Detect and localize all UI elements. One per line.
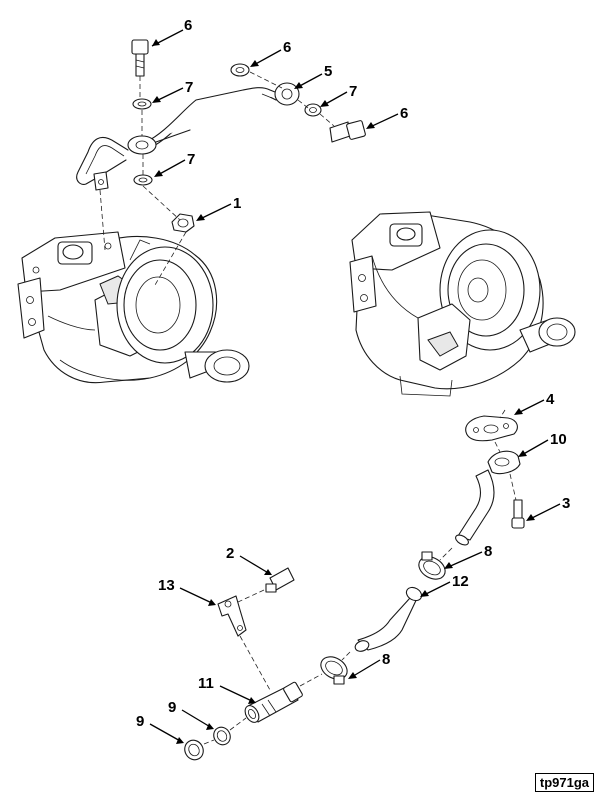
banjo-bolt-left — [131, 39, 149, 77]
bracket-bolt — [265, 567, 295, 593]
callout-9-middle: 9 — [168, 699, 176, 716]
callout-7-top: 6 — [283, 39, 291, 56]
hose-clamp-upper — [418, 551, 446, 580]
hose-clamp-lower — [320, 656, 348, 685]
callout-6-right: 6 — [400, 105, 408, 122]
mounting-bracket — [217, 595, 247, 637]
drain-tube — [455, 450, 521, 546]
hex-nut — [171, 213, 195, 233]
callout-11: 10 — [550, 431, 567, 448]
banjo-bolt-right — [329, 120, 366, 143]
callout-8-upper: 8 — [484, 543, 492, 560]
sealing-washer-d — [304, 103, 322, 117]
drain-hose — [354, 586, 423, 652]
callout-leaders — [149, 29, 561, 744]
callout-5: 5 — [324, 63, 332, 80]
callout-2: 2 — [226, 545, 234, 562]
sealing-washer-a — [132, 98, 152, 110]
callout-13: 13 — [158, 577, 175, 594]
callout-4: 4 — [546, 391, 555, 408]
callout-1: 1 — [233, 195, 241, 212]
callout-7-right: 7 — [349, 83, 357, 100]
drain-fitting — [244, 681, 303, 723]
callout-6-top: 6 — [184, 17, 192, 34]
callout-9-lower: 9 — [136, 713, 144, 730]
callout-12: 12 — [452, 573, 469, 590]
callout-labels: 6 6 5 7 7 6 7 1 4 10 3 8 12 2 13 8 11 9 … — [136, 17, 570, 730]
callout-8-lower: 8 — [382, 651, 390, 668]
turbocharger-right — [349, 211, 576, 397]
turbocharger-left — [17, 231, 250, 384]
figure-id-label: tp971ga — [534, 773, 594, 792]
callout-7-upper-left: 7 — [185, 79, 193, 96]
o-ring-outer — [184, 739, 204, 761]
oil-supply-line — [76, 82, 300, 191]
callout-3: 3 — [562, 495, 570, 512]
sealing-washer-c — [230, 63, 250, 77]
o-ring-inner — [213, 726, 231, 746]
drain-gasket — [465, 415, 518, 442]
drain-bolt — [511, 499, 525, 529]
sealing-washer-b — [133, 174, 153, 186]
callout-10: 11 — [198, 675, 214, 692]
callout-7-lower: 7 — [187, 151, 195, 168]
